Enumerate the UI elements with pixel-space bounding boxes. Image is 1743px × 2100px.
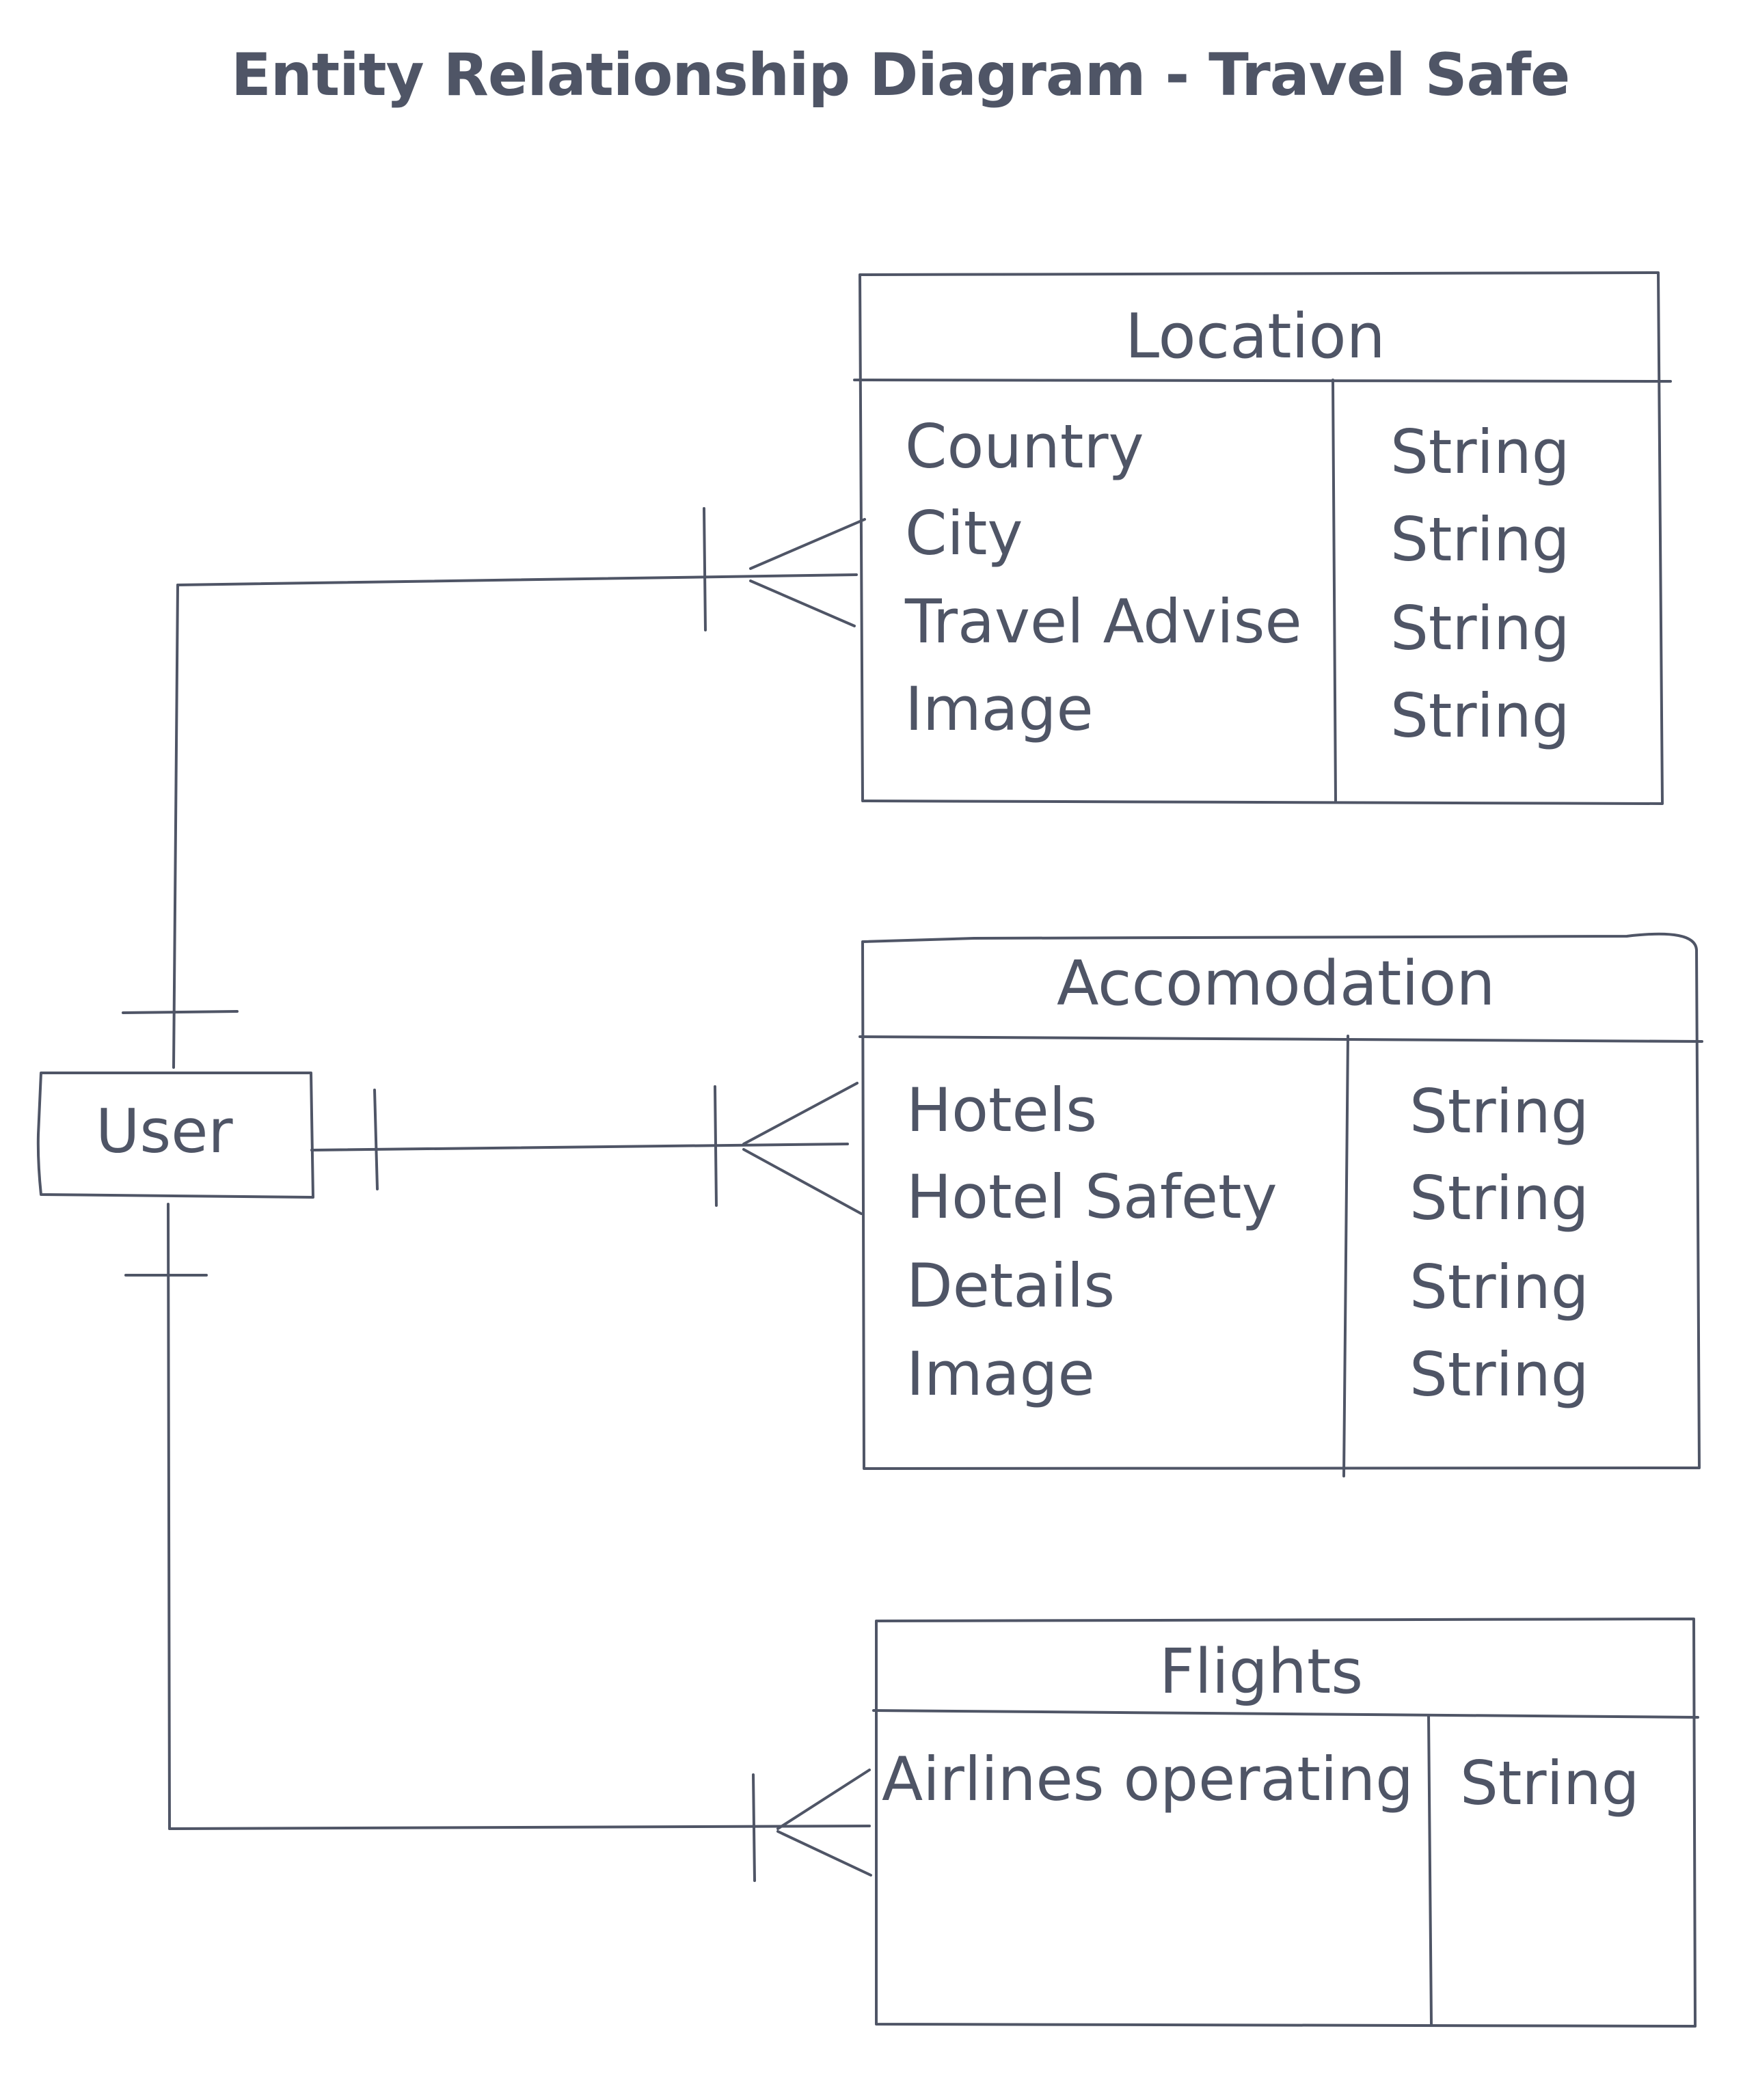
user-location-relationship (122, 507, 866, 1069)
location-entity-title: Location (1125, 301, 1386, 372)
flights-type-airlines-operating: String (1460, 1748, 1640, 1818)
accomodation-type-image: String (1409, 1339, 1589, 1410)
flights-one-bar (752, 1773, 756, 1882)
location-crowsfoot-upper (749, 518, 866, 570)
user-entity-box (36, 1072, 314, 1199)
accomodation-type-details: String (1409, 1252, 1589, 1322)
accomodation-attribute-hotels: Hotels (906, 1075, 1097, 1145)
accomodation-attribute-image: Image (906, 1339, 1095, 1409)
flights-entity-title: Flights (1159, 1636, 1364, 1708)
location-crowsfoot-lower (749, 579, 856, 627)
location-type-city: String (1390, 504, 1570, 575)
accomodation-type-hotels: String (1409, 1076, 1589, 1147)
location-attribute-country: Country (905, 411, 1144, 482)
accomodation-attribute-details: Details (906, 1251, 1116, 1321)
location-entity-box (853, 271, 1672, 805)
user-location-one-bar (122, 1010, 239, 1014)
flights-entity-box (872, 1618, 1699, 2028)
location-one-bar (703, 507, 707, 631)
accomodation-attribute-hotel-safety: Hotel Safety (906, 1162, 1278, 1232)
location-type-image: String (1390, 681, 1570, 751)
flights-attribute-airlines-operating: Airlines operating (882, 1744, 1414, 1814)
flights-crowsfoot-lower (776, 1830, 872, 1877)
accomodation-crowsfoot-lower (742, 1148, 863, 1215)
location-attribute-travel-advise: Travel Advise (905, 586, 1302, 657)
location-attribute-image: Image (905, 674, 1094, 744)
accomodation-entity-title: Accomodation (1057, 948, 1496, 1020)
user-flights-relationship (124, 1203, 872, 1882)
accomodation-entity-box (859, 932, 1703, 1477)
accomodation-one-bar (714, 1085, 718, 1207)
user-entity-label: User (96, 1096, 233, 1167)
accomodation-crowsfoot-upper (742, 1082, 859, 1145)
diagram-title: Entity Relationship Diagram - Travel Saf… (231, 41, 1570, 109)
flights-crowsfoot-upper (776, 1769, 871, 1830)
user-accomodation-one-bar (373, 1089, 379, 1190)
location-type-travel-advise: String (1390, 593, 1570, 664)
location-attribute-city: City (905, 498, 1023, 569)
accomodation-type-hotel-safety: String (1409, 1163, 1589, 1233)
user-accomodation-relationship (310, 1082, 863, 1215)
location-type-country: String (1390, 417, 1570, 487)
